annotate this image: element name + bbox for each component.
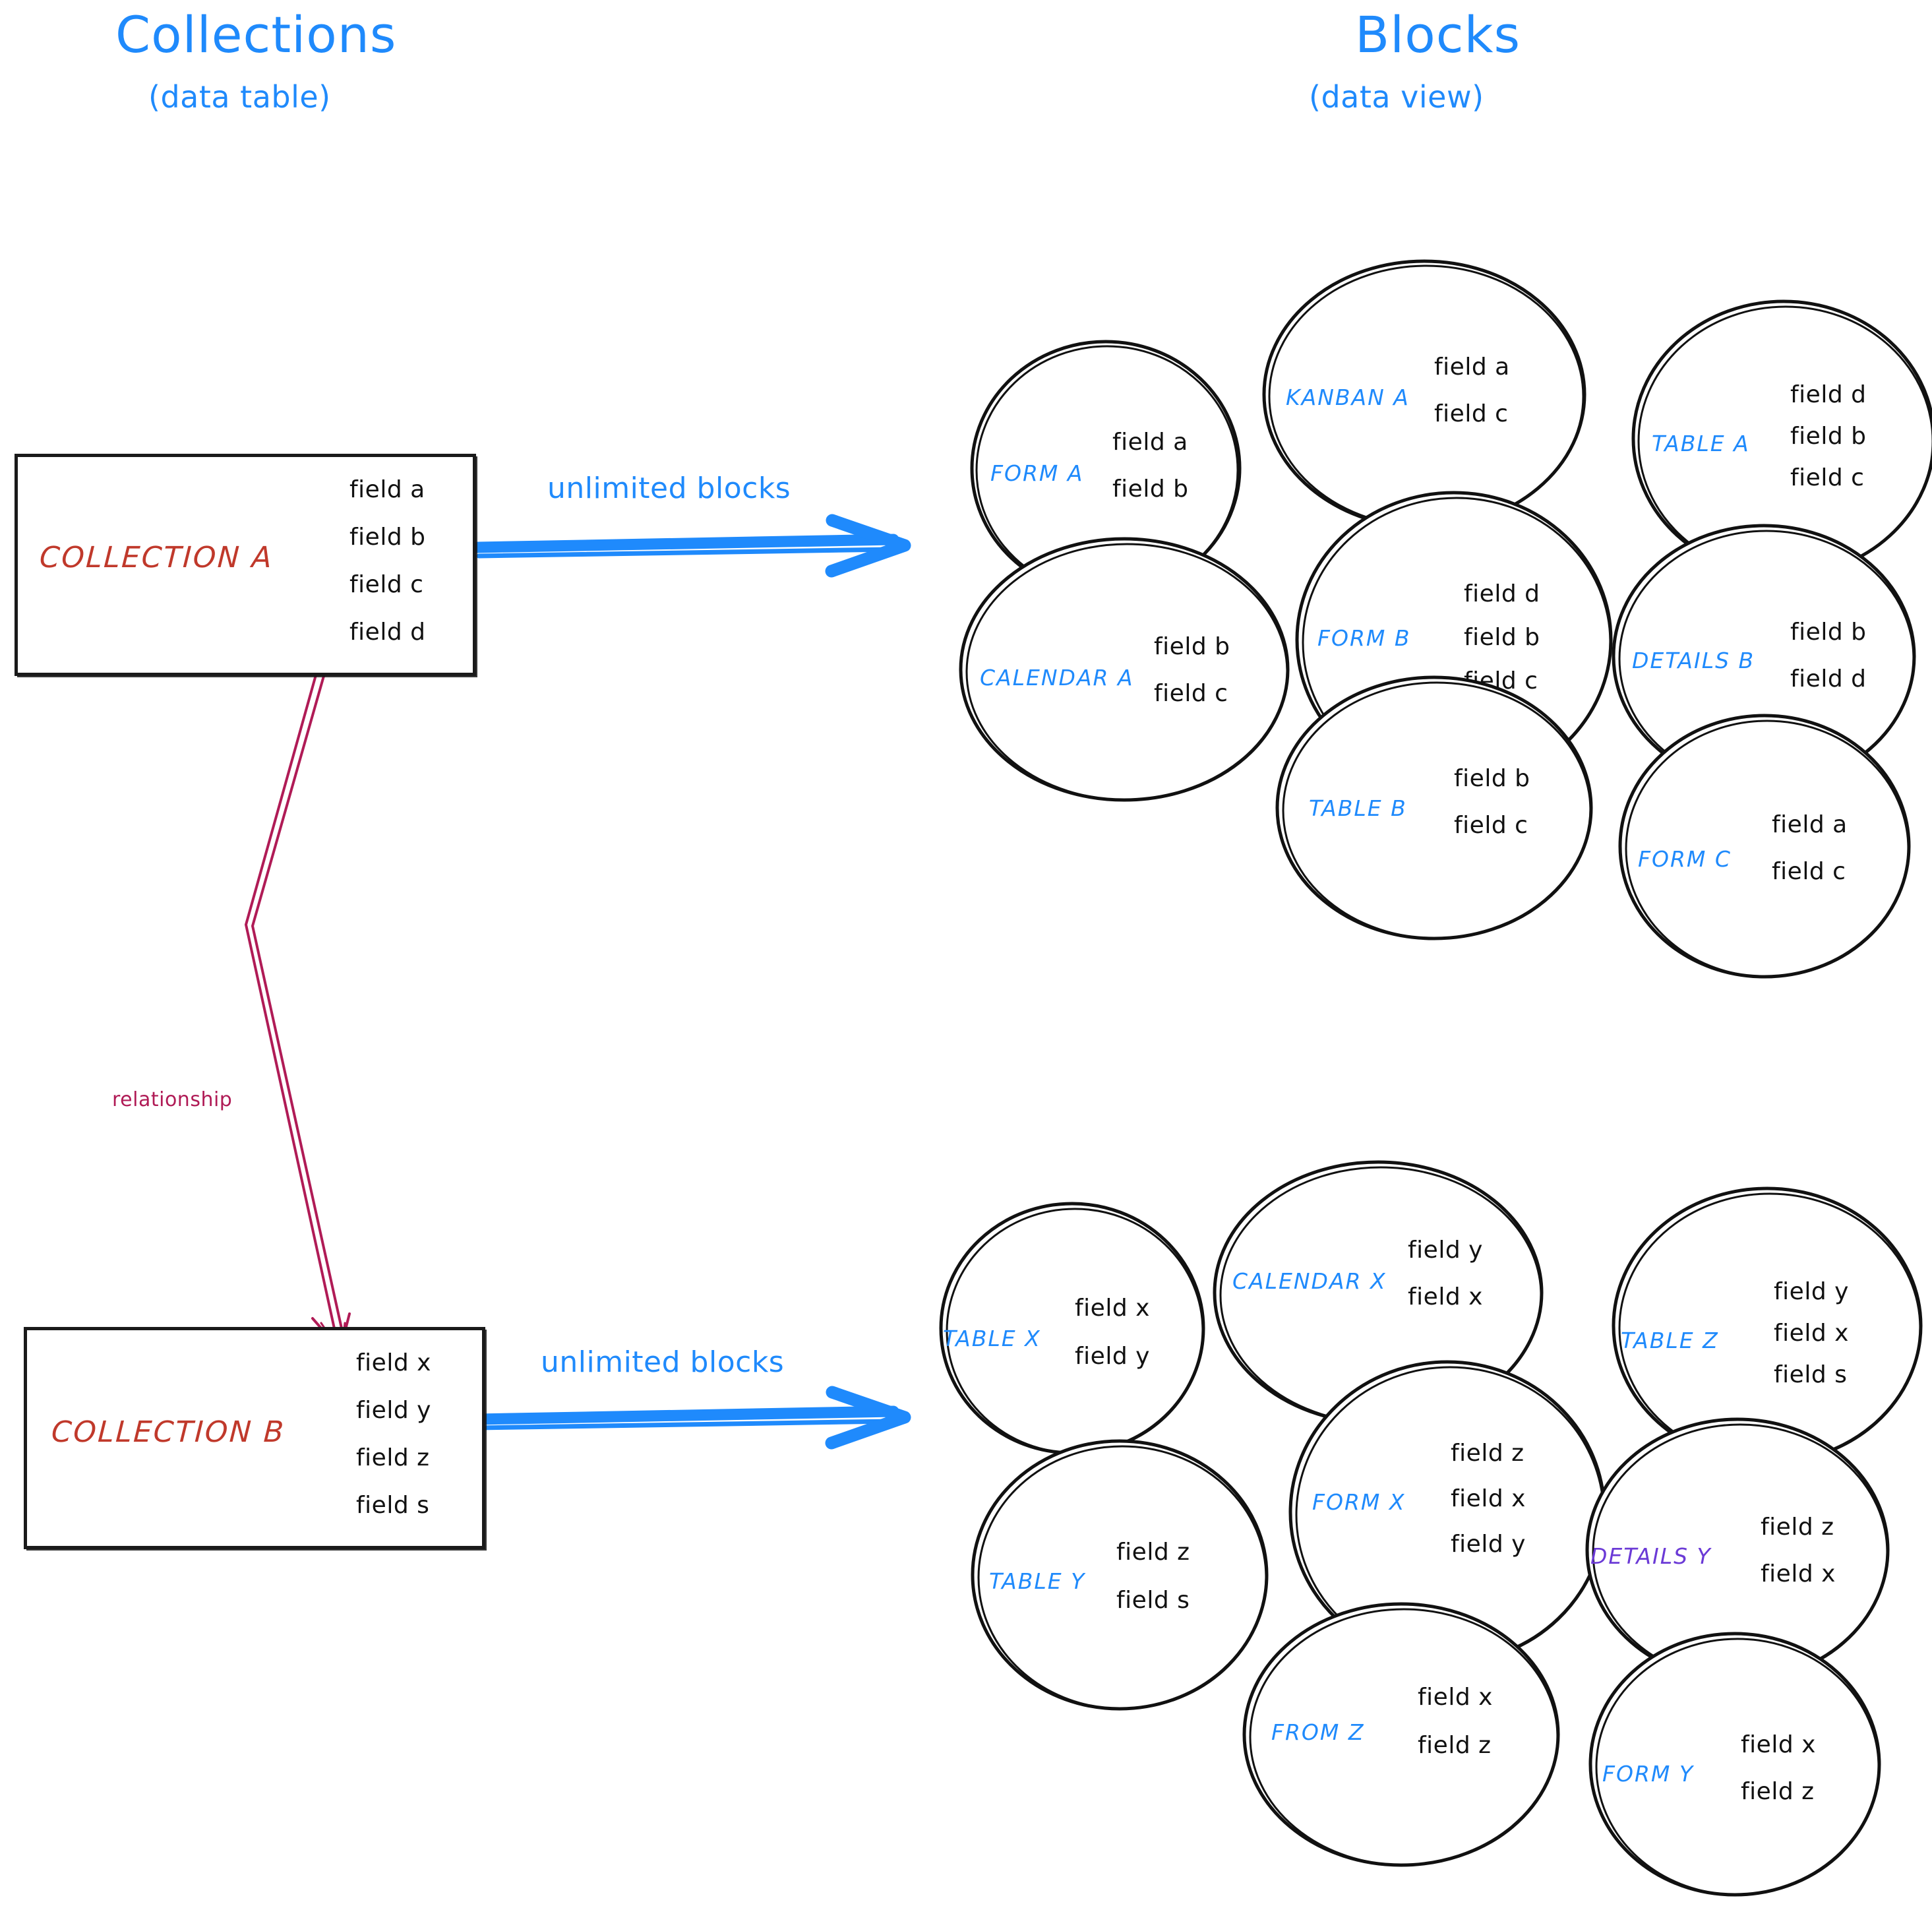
collection-a-field-3: field d xyxy=(349,619,426,646)
block-label: FROM Z xyxy=(1271,1719,1365,1745)
block-field: field x xyxy=(1418,1684,1493,1711)
arrow-labels-layer: unlimited blocks unlimited blocks relati… xyxy=(112,472,791,1379)
block-field: field x xyxy=(1408,1283,1483,1310)
block-label: FORM C xyxy=(1638,846,1732,872)
ellipse-outline xyxy=(1210,1157,1553,1434)
sketch-strokes-layer xyxy=(245,514,911,1450)
block-field: field y xyxy=(1451,1531,1526,1558)
ellipse-outline xyxy=(956,534,1299,811)
block-field: field y xyxy=(1408,1237,1483,1264)
block-field: field b xyxy=(1154,633,1230,660)
collection-a-field-1: field b xyxy=(349,524,426,551)
collection-a-name: COLLECTION A xyxy=(38,541,274,574)
block-field: field a xyxy=(1772,811,1848,838)
collection-b-field-2: field z xyxy=(356,1444,430,1471)
block-field: field c xyxy=(1454,812,1528,839)
block-kanban-a[interactable]: KANBAN A field a field c xyxy=(1259,256,1589,533)
block-field: field c xyxy=(1790,464,1865,491)
arrow-label-unlimited-blocks-bottom: unlimited blocks xyxy=(541,1345,785,1379)
block-field: field z xyxy=(1741,1778,1815,1805)
block-field: field s xyxy=(1774,1361,1848,1388)
block-field: field x xyxy=(1741,1731,1816,1758)
block-table-x[interactable]: TABLE X field x field y xyxy=(936,1199,1213,1463)
blocks-for-collection-b: TABLE X field x field y CALENDAR X field… xyxy=(936,1157,1923,1897)
arrow-unlimited-blocks-top xyxy=(471,514,911,578)
block-field: field b xyxy=(1112,476,1189,503)
block-field: field z xyxy=(1761,1514,1834,1541)
ellipse-outline xyxy=(1273,673,1602,950)
diagram-canvas: Collections (data table) Blocks (data vi… xyxy=(15,5,1932,1897)
block-field: field b xyxy=(1790,423,1867,450)
block-field: field b xyxy=(1464,624,1540,651)
block-label: CALENDAR A xyxy=(980,665,1134,691)
ellipse-outline xyxy=(1615,711,1919,988)
collection-b-field-3: field s xyxy=(356,1492,430,1519)
block-table-y[interactable]: TABLE Y field z field s xyxy=(968,1436,1278,1720)
block-label: TABLE B xyxy=(1309,795,1407,821)
block-table-a[interactable]: TABLE A field d field b field c xyxy=(1629,297,1932,587)
block-label: FORM X xyxy=(1312,1489,1406,1515)
block-label: FORM B xyxy=(1317,625,1411,651)
block-field: field a xyxy=(1434,354,1510,381)
block-field: field c xyxy=(1434,400,1509,427)
page-subtitle-collections: (data table) xyxy=(148,79,331,115)
page-title-collections: Collections xyxy=(115,5,397,64)
block-field: field z xyxy=(1116,1539,1190,1566)
block-field: field b xyxy=(1790,619,1867,646)
block-form-y[interactable]: FORM Y field x field z xyxy=(1586,1629,1889,1906)
collection-b-field-1: field y xyxy=(356,1397,431,1424)
block-field: field z xyxy=(1418,1732,1492,1759)
collection-b-layer: COLLECTION B field x field y field z fie… xyxy=(50,1349,431,1519)
block-label: TABLE A xyxy=(1652,431,1750,456)
block-field: field x xyxy=(1761,1560,1836,1587)
block-calendar-x[interactable]: CALENDAR X field y field x xyxy=(1210,1157,1553,1434)
headings-layer: Collections (data table) Blocks (data vi… xyxy=(115,5,1521,115)
block-field: field s xyxy=(1116,1587,1190,1614)
ellipse-outline xyxy=(968,1436,1278,1720)
collection-b-box[interactable] xyxy=(24,1327,485,1549)
block-label: FORM A xyxy=(990,460,1084,486)
block-label: FORM Y xyxy=(1602,1761,1695,1787)
relationship-connector xyxy=(245,650,351,1355)
page-title-blocks: Blocks xyxy=(1355,5,1521,64)
block-field: field c xyxy=(1772,858,1846,885)
block-field: field c xyxy=(1154,680,1228,707)
block-field: field y xyxy=(1075,1343,1150,1370)
block-field: field x xyxy=(1774,1320,1849,1347)
block-table-b[interactable]: TABLE B field b field c xyxy=(1273,673,1602,950)
block-field: field z xyxy=(1451,1440,1524,1467)
block-form-a[interactable]: FORM A field a field b xyxy=(967,336,1244,600)
block-field: field x xyxy=(1451,1485,1526,1512)
block-label: DETAILS B xyxy=(1632,648,1755,673)
block-calendar-a[interactable]: CALENDAR A field b field c xyxy=(956,534,1299,811)
arrow-unlimited-blocks-bottom xyxy=(471,1386,911,1450)
block-label: DETAILS Y xyxy=(1590,1543,1712,1569)
block-field: field x xyxy=(1075,1295,1150,1322)
block-label: KANBAN A xyxy=(1286,384,1410,410)
page-subtitle-blocks: (data view) xyxy=(1309,79,1484,115)
block-field: field y xyxy=(1774,1278,1849,1305)
block-field: field b xyxy=(1454,765,1530,792)
block-label: CALENDAR X xyxy=(1232,1268,1387,1294)
relationship-label: relationship xyxy=(112,1088,233,1111)
collection-a-field-0: field a xyxy=(349,476,425,503)
blocks-for-collection-a: FORM A field a field b KANBAN A field a … xyxy=(956,256,1932,988)
block-field: field d xyxy=(1464,580,1540,607)
block-label: TABLE X xyxy=(943,1326,1041,1351)
collection-a-field-2: field c xyxy=(349,571,424,598)
block-label: TABLE Y xyxy=(989,1568,1086,1594)
block-label: TABLE Z xyxy=(1621,1328,1719,1353)
collection-a-box[interactable] xyxy=(15,454,476,676)
collection-b-name: COLLECTION B xyxy=(50,1415,286,1449)
collection-b-field-0: field x xyxy=(356,1349,431,1376)
block-field: field d xyxy=(1790,381,1867,408)
block-form-c[interactable]: FORM C field a field c xyxy=(1615,711,1919,988)
collection-a-layer: COLLECTION A field a field b field c fie… xyxy=(38,476,426,646)
block-field: field a xyxy=(1112,429,1188,456)
arrow-label-unlimited-blocks-top: unlimited blocks xyxy=(547,472,791,505)
block-field: field d xyxy=(1790,665,1867,692)
block-from-z[interactable]: FROM Z field x field z xyxy=(1240,1599,1569,1880)
